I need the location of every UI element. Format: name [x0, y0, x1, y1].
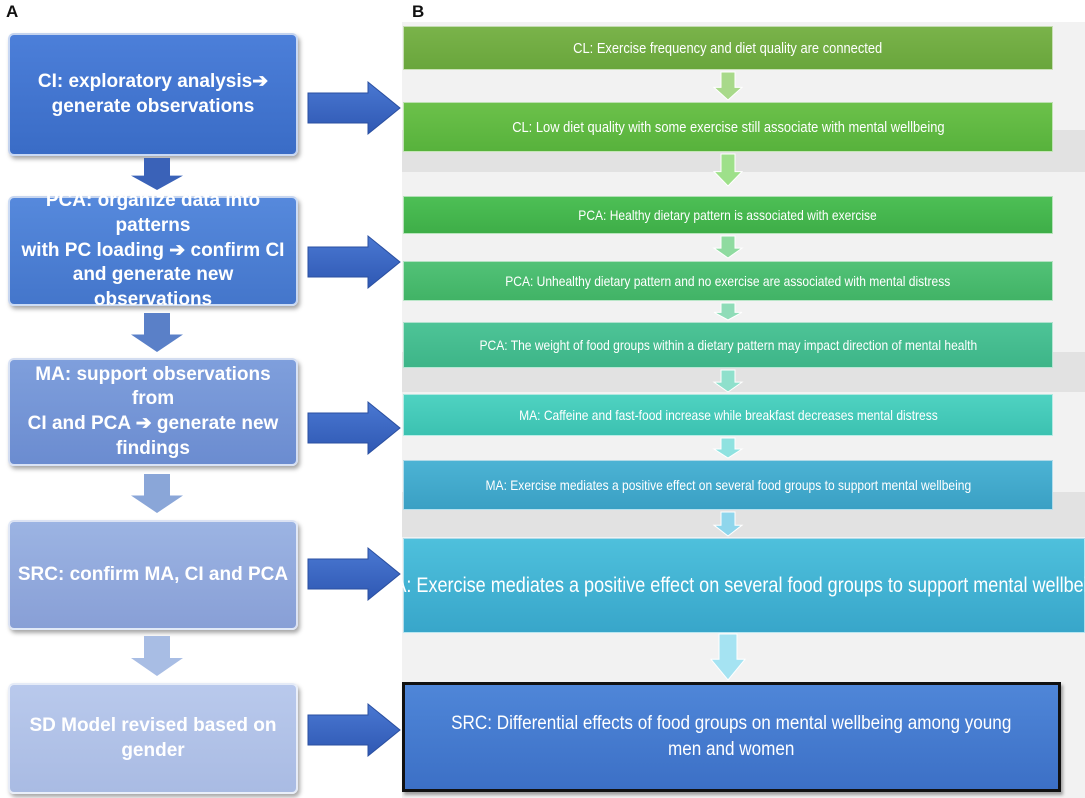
finding-text: PCA: The weight of food groups within a … — [479, 337, 977, 353]
finding-text: PCA: Unhealthy dietary pattern and no ex… — [505, 273, 951, 289]
finding-box-ma-3: MA: Exercise mediates a positive effect … — [380, 538, 1085, 633]
box-sd-model-revised: SD Model revised based on gender — [8, 683, 298, 794]
box-line: CI: exploratory analysis➔ — [37, 70, 269, 92]
box-line: findings — [116, 437, 190, 459]
connector-arrow — [713, 302, 743, 321]
connector-arrow — [709, 633, 747, 681]
right-arrow — [307, 400, 401, 456]
finding-text: men and women — [668, 739, 795, 760]
finding-box-cl-2: CL: Low diet quality with some exercise … — [403, 102, 1053, 152]
right-arrow — [307, 546, 401, 602]
finding-box-pca-2: PCA: Unhealthy dietary pattern and no ex… — [403, 261, 1053, 301]
finding-box-pca-3: PCA: The weight of food groups within a … — [403, 322, 1053, 368]
connector-arrow — [712, 153, 744, 187]
box-line: SRC: confirm MA, CI and PCA — [17, 563, 289, 585]
finding-text: MA: Caffeine and fast-food increase whil… — [518, 407, 938, 423]
left-down-arrows — [131, 158, 183, 676]
right-arrow — [307, 80, 401, 136]
right-arrow — [307, 234, 401, 290]
connector-arrow — [712, 437, 744, 459]
finding-box-ma-1: MA: Caffeine and fast-food increase whil… — [403, 394, 1053, 436]
finding-text: SRC: Differential effects of food groups… — [451, 713, 1012, 735]
connector-arrow — [712, 369, 744, 393]
box-pca-organize-data: PCA: organize data into patterns with PC… — [8, 190, 298, 310]
finding-text: CL: Exercise frequency and diet quality … — [573, 39, 883, 57]
box-line: generate observations — [51, 95, 255, 117]
box-line: CI and PCA ➔ generate new — [27, 413, 279, 434]
box-ci-exploratory-analysis: CI: exploratory analysis➔ generate obser… — [8, 33, 298, 156]
down-arrow — [131, 158, 183, 190]
box-src-confirm: SRC: confirm MA, CI and PCA — [8, 520, 298, 630]
right-pointing-arrows — [307, 80, 401, 758]
down-arrow — [131, 313, 183, 352]
panel-label-b: B — [412, 2, 425, 21]
connector-arrow — [712, 235, 744, 259]
finding-box-ma-2: MA: Exercise mediates a positive effect … — [403, 460, 1053, 510]
connector-arrow — [712, 71, 744, 101]
box-ma-support-observations: MA: support observations from CI and PCA… — [8, 358, 298, 466]
finding-text: MA: Exercise mediates a positive effect … — [485, 477, 971, 493]
down-arrow — [131, 474, 183, 513]
finding-text: MA: Exercise mediates a positive effect … — [379, 573, 1085, 597]
finding-box-pca-1: PCA: Healthy dietary pattern is associat… — [403, 196, 1053, 234]
right-arrow — [307, 702, 401, 758]
box-line: and generate new observations — [72, 264, 234, 311]
connector-arrow — [712, 511, 744, 537]
right-down-arrows — [709, 71, 747, 681]
box-line: SD Model revised based on — [29, 714, 277, 736]
finding-box-cl-1: CL: Exercise frequency and diet quality … — [403, 26, 1053, 70]
panel-label-a: A — [6, 2, 19, 21]
box-line: gender — [121, 739, 185, 761]
box-line: PCA: organize data into patterns — [45, 190, 261, 236]
finding-text: CL: Low diet quality with some exercise … — [511, 118, 945, 136]
box-line: with PC loading ➔ confirm CI — [21, 239, 285, 261]
finding-box-src: SRC: Differential effects of food groups… — [402, 682, 1061, 792]
box-line: MA: support observations from — [35, 363, 271, 410]
down-arrow — [131, 636, 183, 676]
finding-text: PCA: Healthy dietary pattern is associat… — [578, 207, 878, 223]
